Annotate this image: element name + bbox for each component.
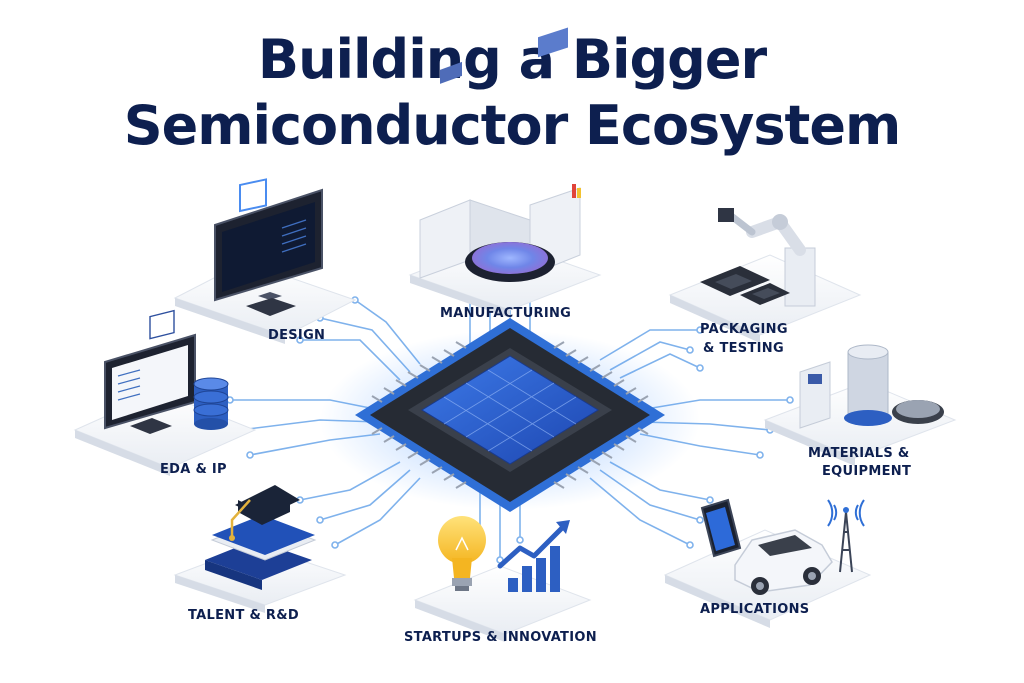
fab-equipment-icon: [419, 27, 581, 282]
central-chip: [320, 318, 700, 512]
car-icon: [734, 529, 833, 595]
growth-chart-icon: [497, 520, 570, 592]
lightbulb-icon: [438, 516, 486, 591]
cleanroom-icon: [799, 344, 944, 429]
label-packaging-line-2: & TESTING: [703, 341, 784, 356]
monitor-icon: [214, 178, 323, 316]
robot-arm-icon: [700, 208, 816, 307]
label-design: DESIGN: [268, 328, 326, 343]
label-talent: TALENT & R&D: [188, 608, 299, 623]
label-eda: EDA & IP: [160, 462, 227, 477]
label-materials-line-2: EQUIPMENT: [822, 464, 912, 479]
label-startups: STARTUPS & INNOVATION: [404, 630, 597, 645]
label-applications: APPLICATIONS: [700, 602, 810, 617]
cell-tower-icon: [827, 499, 865, 573]
database-icon: [193, 377, 229, 430]
eda-monitor-icon: [104, 309, 196, 434]
label-manufacturing: MANUFACTURING: [440, 306, 572, 321]
page-title-line-2: Semiconductor Ecosystem: [123, 94, 901, 157]
label-packaging-line-1: PACKAGING: [700, 322, 788, 337]
smartphone-icon: [700, 498, 742, 558]
graduation-cap-icon: [205, 485, 317, 590]
chip-pins: [371, 341, 649, 489]
label-materials-line-1: MATERIALS &: [808, 446, 910, 461]
page-title-line-1: Building a Bigger: [257, 28, 767, 91]
die-grid: [443, 369, 577, 452]
